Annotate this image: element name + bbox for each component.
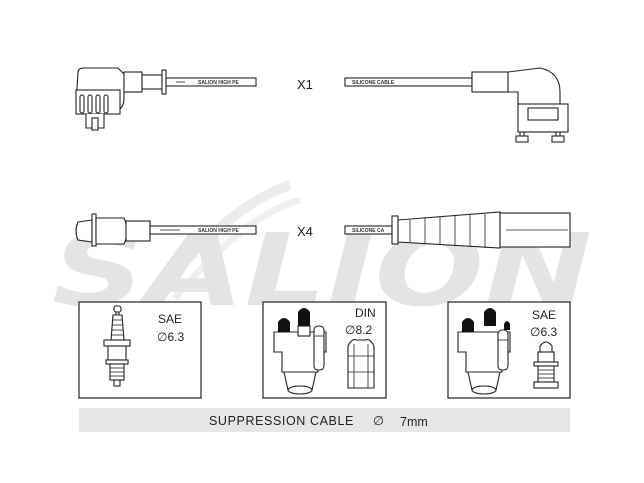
terminal-standard: SAE	[158, 312, 182, 326]
cable-print-right: SILICONE CA	[352, 228, 385, 234]
footer-background	[79, 408, 570, 432]
din-terminal-icon	[347, 339, 375, 389]
terminal-box-2: DIN ∅8.2	[262, 301, 387, 399]
coil-connector-icon	[457, 308, 511, 395]
spark-plug-boot-straight	[75, 213, 257, 247]
spark-plug-boot-angled	[75, 67, 257, 131]
footer-value: 7mm	[400, 415, 428, 429]
spark-plug-icon	[103, 305, 131, 387]
suppression-cable-bar: SUPPRESSION CABLE ∅ 7mm	[79, 408, 570, 432]
terminal-diameter: ∅6.3	[157, 330, 184, 344]
quantity-label: X4	[297, 224, 313, 239]
diameter-symbol: ∅	[373, 414, 384, 428]
cable-print-left: SALION HIGH PE	[198, 80, 240, 86]
footer-label: SUPPRESSION CABLE	[209, 414, 354, 428]
terminal-diameter: ∅8.2	[345, 323, 372, 337]
cable-x1: SALION HIGH PE X1 SILICONE CABLE	[75, 67, 569, 143]
coil-boot-angled: SILICONE CABLE	[344, 67, 569, 143]
coil-boot-straight: SILICONE CA	[344, 211, 571, 249]
cable-print-right: SILICONE CABLE	[352, 80, 395, 86]
terminal-standard: DIN	[355, 306, 376, 320]
terminal-box-1: SAE ∅6.3	[78, 301, 202, 399]
cable-x4: SALION HIGH PE X4 SILICONE CA	[75, 211, 571, 249]
terminal-diameter: ∅6.3	[530, 325, 557, 339]
cable-print-left: SALION HIGH PE	[198, 228, 240, 234]
distributor-cap-icon	[273, 308, 327, 395]
terminal-standard: SAE	[532, 308, 556, 322]
terminal-box-3: SAE ∅6.3	[447, 301, 571, 399]
quantity-label: X1	[297, 77, 313, 92]
sae-terminal-icon	[533, 341, 559, 389]
